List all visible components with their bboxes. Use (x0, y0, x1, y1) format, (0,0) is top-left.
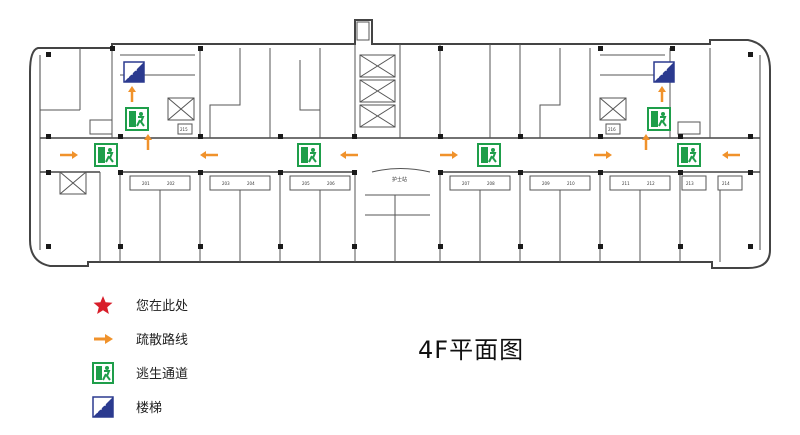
emergency-exit-icon (94, 143, 118, 167)
page-title: 4F平面图 (418, 336, 525, 364)
legend-label: 疏散路线 (136, 333, 189, 348)
outer-walls (29, 19, 771, 269)
room-labels: 201 202 203 204 205 206 207 208 209 210 … (142, 127, 730, 186)
legend-item-emergency-exit: 逃生通道 (92, 360, 292, 386)
orange-arrow-icon (656, 84, 668, 104)
room-label: 207 (462, 181, 470, 186)
structural-columns (46, 46, 753, 249)
room-label: 209 (542, 181, 550, 186)
stairs-icon (653, 61, 675, 83)
orange-arrow-icon (592, 149, 614, 161)
orange-arrow-icon (94, 334, 113, 344)
emergency-exit-icon (125, 107, 149, 131)
emergency-exit-icon (297, 143, 321, 167)
room-label: 216 (608, 127, 616, 132)
nurse-station-label: 护士站 (392, 176, 407, 183)
room-label: 214 (722, 181, 730, 186)
room-label: 212 (647, 181, 655, 186)
orange-arrow-icon (720, 149, 742, 161)
legend-label: 您在此处 (136, 299, 189, 314)
orange-arrow-icon (198, 149, 220, 161)
room-label: 203 (222, 181, 230, 186)
legend-item-you-are-here: 您在此处 (92, 292, 292, 318)
bathroom-pods (89, 119, 743, 191)
red-star-icon (93, 296, 113, 314)
room-label: 205 (302, 181, 310, 186)
room-label: 202 (167, 181, 175, 186)
room-label: 215 (180, 127, 188, 132)
legend-label: 楼梯 (136, 401, 163, 416)
room-label: 210 (567, 181, 575, 186)
legend-item-stairs: 楼梯 (92, 394, 292, 420)
room-label: 211 (622, 181, 630, 186)
orange-arrow-icon (438, 149, 460, 161)
emergency-exit-icon (92, 362, 114, 384)
floor-plan: 201 202 203 204 205 206 207 208 209 210 … (29, 19, 771, 269)
room-label: 204 (247, 181, 255, 186)
orange-arrow-icon (58, 149, 80, 161)
stairs-icon (123, 61, 145, 83)
room-label: 213 (686, 181, 694, 186)
orange-arrow-icon (640, 132, 652, 152)
orange-arrow-icon (142, 132, 154, 152)
room-label: 206 (327, 181, 335, 186)
emergency-exit-icon (477, 143, 501, 167)
orange-arrow-icon (338, 149, 360, 161)
orange-arrow-icon (126, 84, 138, 104)
room-label: 201 (142, 181, 150, 186)
emergency-exit-icon (677, 143, 701, 167)
legend-label: 逃生通道 (136, 367, 189, 382)
room-label: 208 (487, 181, 495, 186)
emergency-exit-icon (647, 107, 671, 131)
stairs-icon (92, 396, 114, 418)
legend-item-evacuation-route: 疏散路线 (92, 326, 292, 352)
